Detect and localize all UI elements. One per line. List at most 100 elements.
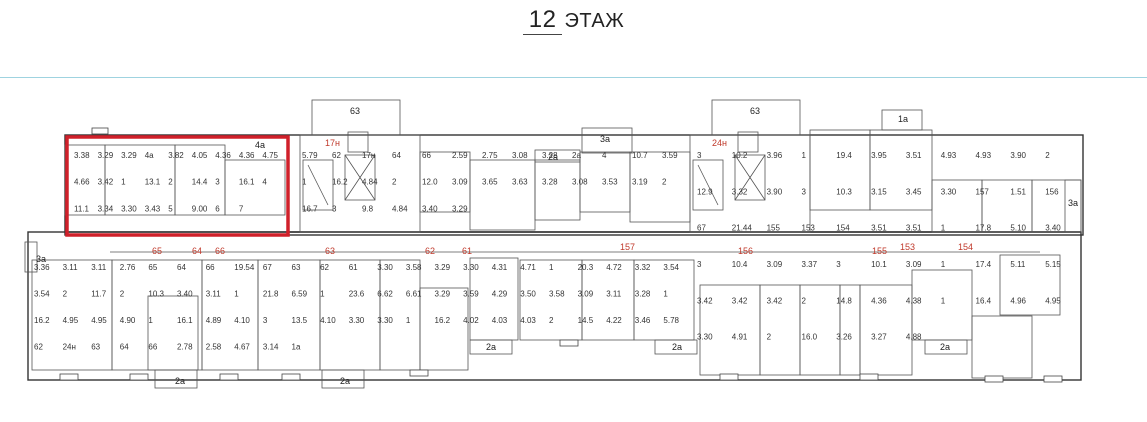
room-dimension-label: 3.30 [349,316,365,325]
room-dimension-label: 3.95 [871,151,887,160]
box-label: 63 [750,106,760,116]
room-dimension-label: 2 [63,290,68,299]
room-dimension-label: 11.7 [91,290,107,299]
room-dimension-label: 66 [148,343,157,352]
room-dimension-label: 21.8 [263,290,279,299]
room-dimension-label: 2 [1045,151,1050,160]
room-dimension-label: 5.79 [302,151,318,160]
room-dimension-label: 3.63 [512,178,528,187]
room-dimension-label: 3.42 [98,178,114,187]
room-dimension-label: 3.40 [1045,224,1061,233]
room-dimension-label: 10.4 [732,260,748,269]
room-dimension-label: 3.65 [482,178,498,187]
room-dimension-label: 3.27 [871,333,887,342]
apartment-number: 155 [872,246,887,256]
room-dimension-label: 5.15 [1045,260,1061,269]
box-label: 63 [350,106,360,116]
room-dimension-label: 1a [292,343,301,352]
room-dimension-label: 4.96 [1010,296,1026,305]
room-dimension-label: 3.28 [635,290,651,299]
room-dimension-label: 3.42 [767,296,783,305]
room-dimension-label: 3.90 [1010,151,1026,160]
room-dimension-label: 16.2 [435,316,451,325]
room-dimension-label: 4.66 [74,178,90,187]
room-dimension-label: 153 [802,224,816,233]
room-dimension-label: 3.42 [697,296,713,305]
room-dimension-label: 3.38 [74,151,90,160]
room-dimension-label: 3.34 [98,204,114,213]
room-dimension-label: 14.8 [836,296,852,305]
room-dimension-label: 10.7 [632,151,648,160]
header-divider [0,77,1147,78]
room-dimension-label: 3.30 [463,263,479,272]
room-dimension-label: 6.59 [292,290,308,299]
room-dimension-label: 3.30 [377,316,393,325]
highlighted-apartment [65,135,290,237]
apartment-number: 62 [425,246,435,256]
room-dimension-label: 3.11 [63,263,79,272]
room-dimension-label: 3.26 [836,333,852,342]
room-dimension-label: 3.46 [635,316,651,325]
room-dimension-label: 20.3 [578,263,594,272]
room-dimension-label: 4.93 [976,151,992,160]
room-dimension-label: 16.2 [332,178,348,187]
room-dimension-label: 3.09 [578,290,594,299]
room-dimension-label: 5.10 [1010,224,1026,233]
room-dimension-label: 3.58 [549,290,565,299]
room-dimension-label: 3.30 [377,263,393,272]
room-dimension-label: 4.36 [215,151,231,160]
room-dimension-label: 10.3 [148,290,164,299]
room-dimension-label: 4.72 [606,263,622,272]
room-dimension-label: 4.95 [91,316,107,325]
room-dimension-label: 66 [422,151,431,160]
room-dimension-label: 12.0 [422,178,438,187]
building-walls [24,99,1084,389]
room-dimension-label: 7 [239,204,244,213]
room-dimension-label: 1 [406,316,411,325]
room-dimension-label: 4.71 [520,263,536,272]
room-dimension-label: 3.36 [34,263,50,272]
room-dimension-label: 13.5 [292,316,308,325]
room-dimension-label: 3.11 [606,290,622,299]
box-label: 1a [898,114,908,124]
room-dimension-label: 61 [349,263,358,272]
room-dimension-label: 3.53 [602,178,618,187]
room-dimension-label: 19.4 [836,151,852,160]
room-dimension-label: 4.29 [492,290,508,299]
room-dimension-label: 1 [549,263,554,272]
room-dimension-label: 3 [836,260,841,269]
box-label: 2a [672,342,682,352]
box-label: 2a [340,376,350,386]
room-dimension-label: 3 [802,187,807,196]
room-dimension-label: 10.1 [871,260,887,269]
room-dimension-label: 12.9 [697,187,713,196]
room-dimension-label: 4.95 [63,316,79,325]
room-dimension-label: 17.4 [976,260,992,269]
floor-word: ЭТАЖ [564,10,625,32]
room-dimension-label: 4.67 [234,343,250,352]
room-dimension-label: 3.19 [632,178,648,187]
room-dimension-label: 24н [63,343,76,352]
room-dimension-label: 2 [120,290,125,299]
room-dimension-label: 3.58 [406,263,422,272]
room-dimension-label: 3.09 [906,260,922,269]
room-dimension-label: 3.14 [263,343,279,352]
room-dimension-label: 3.32 [732,187,748,196]
room-dimension-label: 4.03 [492,316,508,325]
apartment-number: 156 [738,246,753,256]
room-dimension-label: 3.32 [635,263,651,272]
room-dimension-label: 3.09 [452,178,468,187]
room-dimension-label: 4.38 [906,296,922,305]
room-dimension-label: 1 [148,316,153,325]
room-dimension-label: 3.30 [121,204,137,213]
room-dimension-label: 21.44 [732,224,753,233]
room-dimension-label: 3.15 [871,187,887,196]
room-dimension-label: 11.1 [74,204,90,213]
room-dimension-label: 2 [392,178,397,187]
room-dimension-label: 2.59 [452,151,468,160]
room-dimension-label: 62 [34,343,43,352]
room-dimension-label: 4.36 [871,296,887,305]
room-dimension-label: 3.28 [542,178,558,187]
